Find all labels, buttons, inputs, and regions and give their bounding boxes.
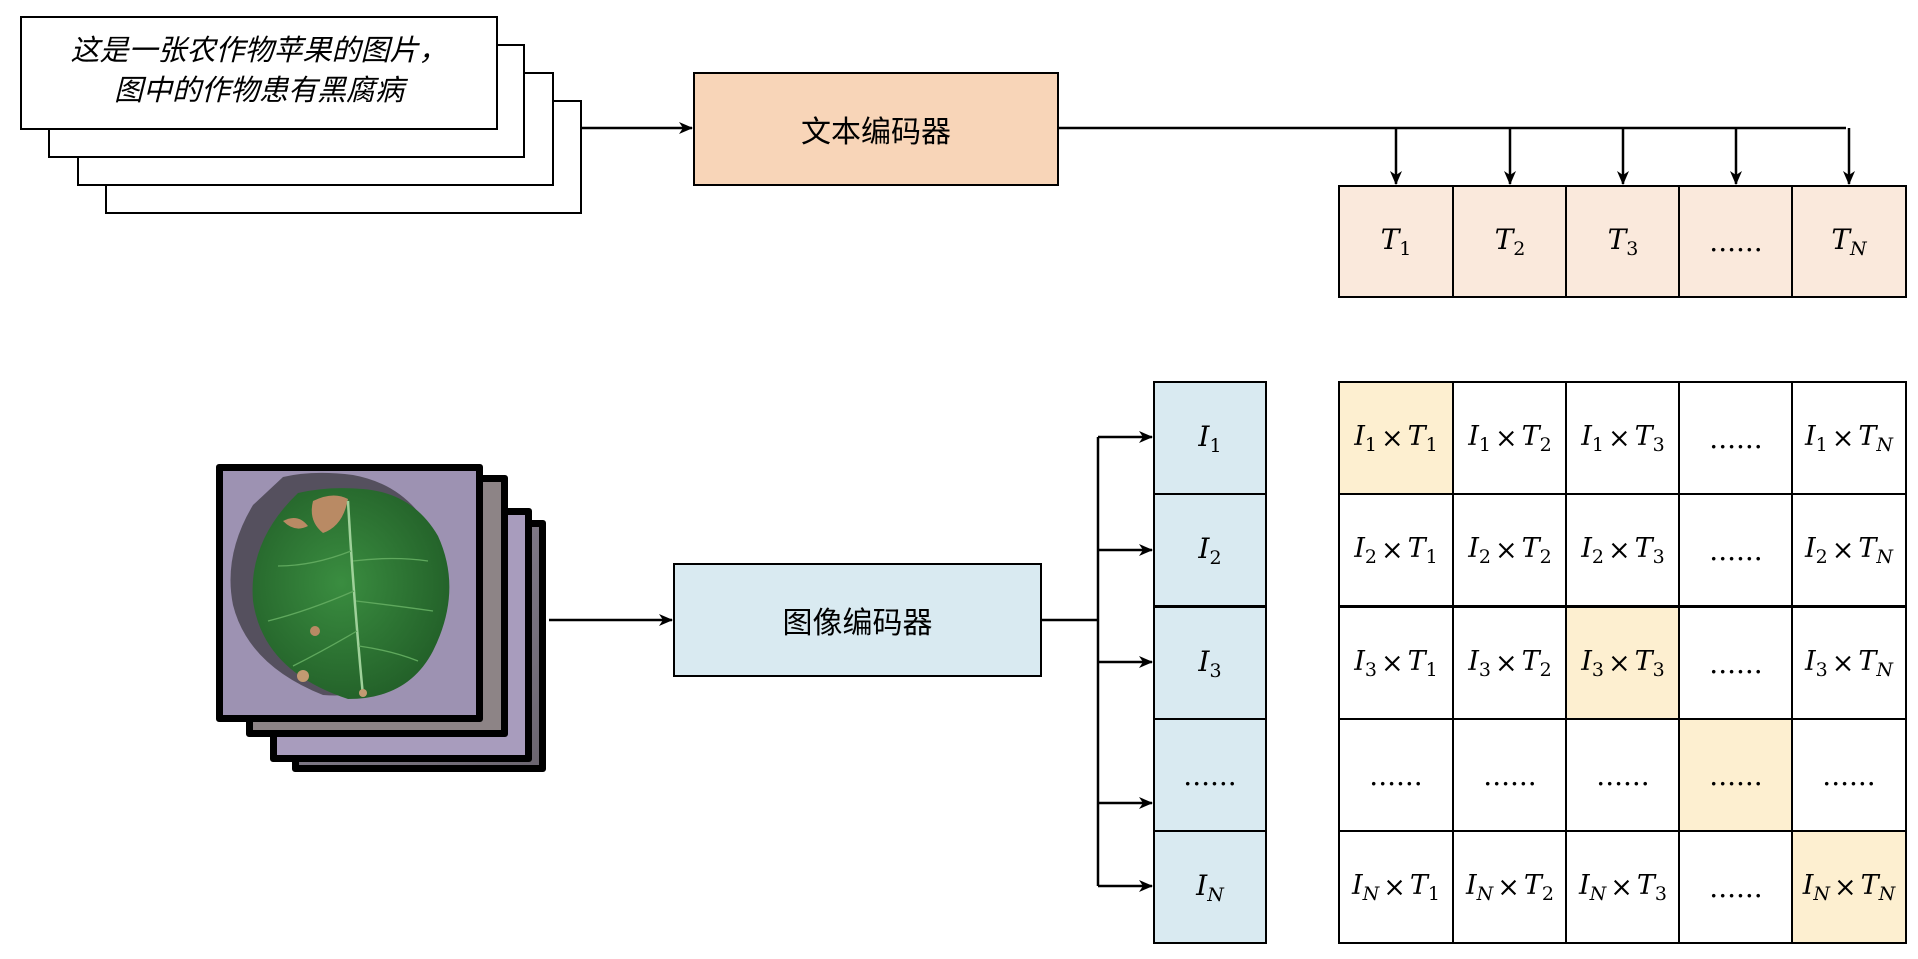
matrix-cell-r3-c5: I3×TN [1791, 606, 1907, 720]
text-prompt-line1: 这是一张农作物苹果的图片， [70, 33, 448, 67]
text-embedding-ellipsis: ...... [1678, 185, 1794, 298]
matrix-cell-r4-c4: ...... [1678, 718, 1794, 832]
text-encoder-box: 文本编码器 [693, 72, 1059, 186]
image-embedding-ellipsis: ...... [1153, 718, 1267, 832]
text-prompt-card: 这是一张农作物苹果的图片， 图中的作物患有黑腐病 [20, 16, 498, 130]
matrix-cell-r3-c1: I3×T1 [1338, 606, 1454, 720]
leaf-icon [230, 472, 450, 699]
text-embedding-2: T2 [1452, 185, 1568, 298]
matrix-cell-r3-c4: ...... [1678, 606, 1794, 720]
matrix-cell-r5-c5: IN×TN [1791, 830, 1907, 944]
image-embedding-N: IN [1153, 830, 1267, 944]
leaf-image [216, 464, 483, 722]
matrix-cell-r1-c2: I1×T2 [1452, 381, 1568, 495]
matrix-cell-r4-c2: ...... [1452, 718, 1568, 832]
matrix-cell-r2-c3: I2×T3 [1565, 493, 1681, 607]
image-encoder-box: 图像编码器 [673, 563, 1042, 677]
matrix-cell-r1-c5: I1×TN [1791, 381, 1907, 495]
text-embedding-1: T1 [1338, 185, 1454, 298]
text-embedding-3: T3 [1565, 185, 1681, 298]
image-embedding-1: I1 [1153, 381, 1267, 495]
image-embedding-2: I2 [1153, 493, 1267, 607]
matrix-cell-r4-c5: ...... [1791, 718, 1907, 832]
text-prompt-line2: 图中的作物患有黑腐病 [113, 73, 404, 107]
image-embedding-3: I3 [1153, 606, 1267, 720]
matrix-cell-r2-c2: I2×T2 [1452, 493, 1568, 607]
text-encoder-label: 文本编码器 [801, 115, 951, 150]
matrix-cell-r2-c5: I2×TN [1791, 493, 1907, 607]
matrix-cell-r5-c1: IN×T1 [1338, 830, 1454, 944]
matrix-cell-r1-c1: I1×T1 [1338, 381, 1454, 495]
matrix-cell-r4-c3: ...... [1565, 718, 1681, 832]
matrix-cell-r1-c3: I1×T3 [1565, 381, 1681, 495]
text-prompt: 这是一张农作物苹果的图片， 图中的作物患有黑腐病 [22, 30, 496, 110]
image-encoder-label: 图像编码器 [782, 606, 933, 641]
matrix-cell-r2-c4: ...... [1678, 493, 1794, 607]
matrix-cell-r4-c1: ...... [1338, 718, 1454, 832]
text-embedding-N: TN [1791, 185, 1907, 298]
